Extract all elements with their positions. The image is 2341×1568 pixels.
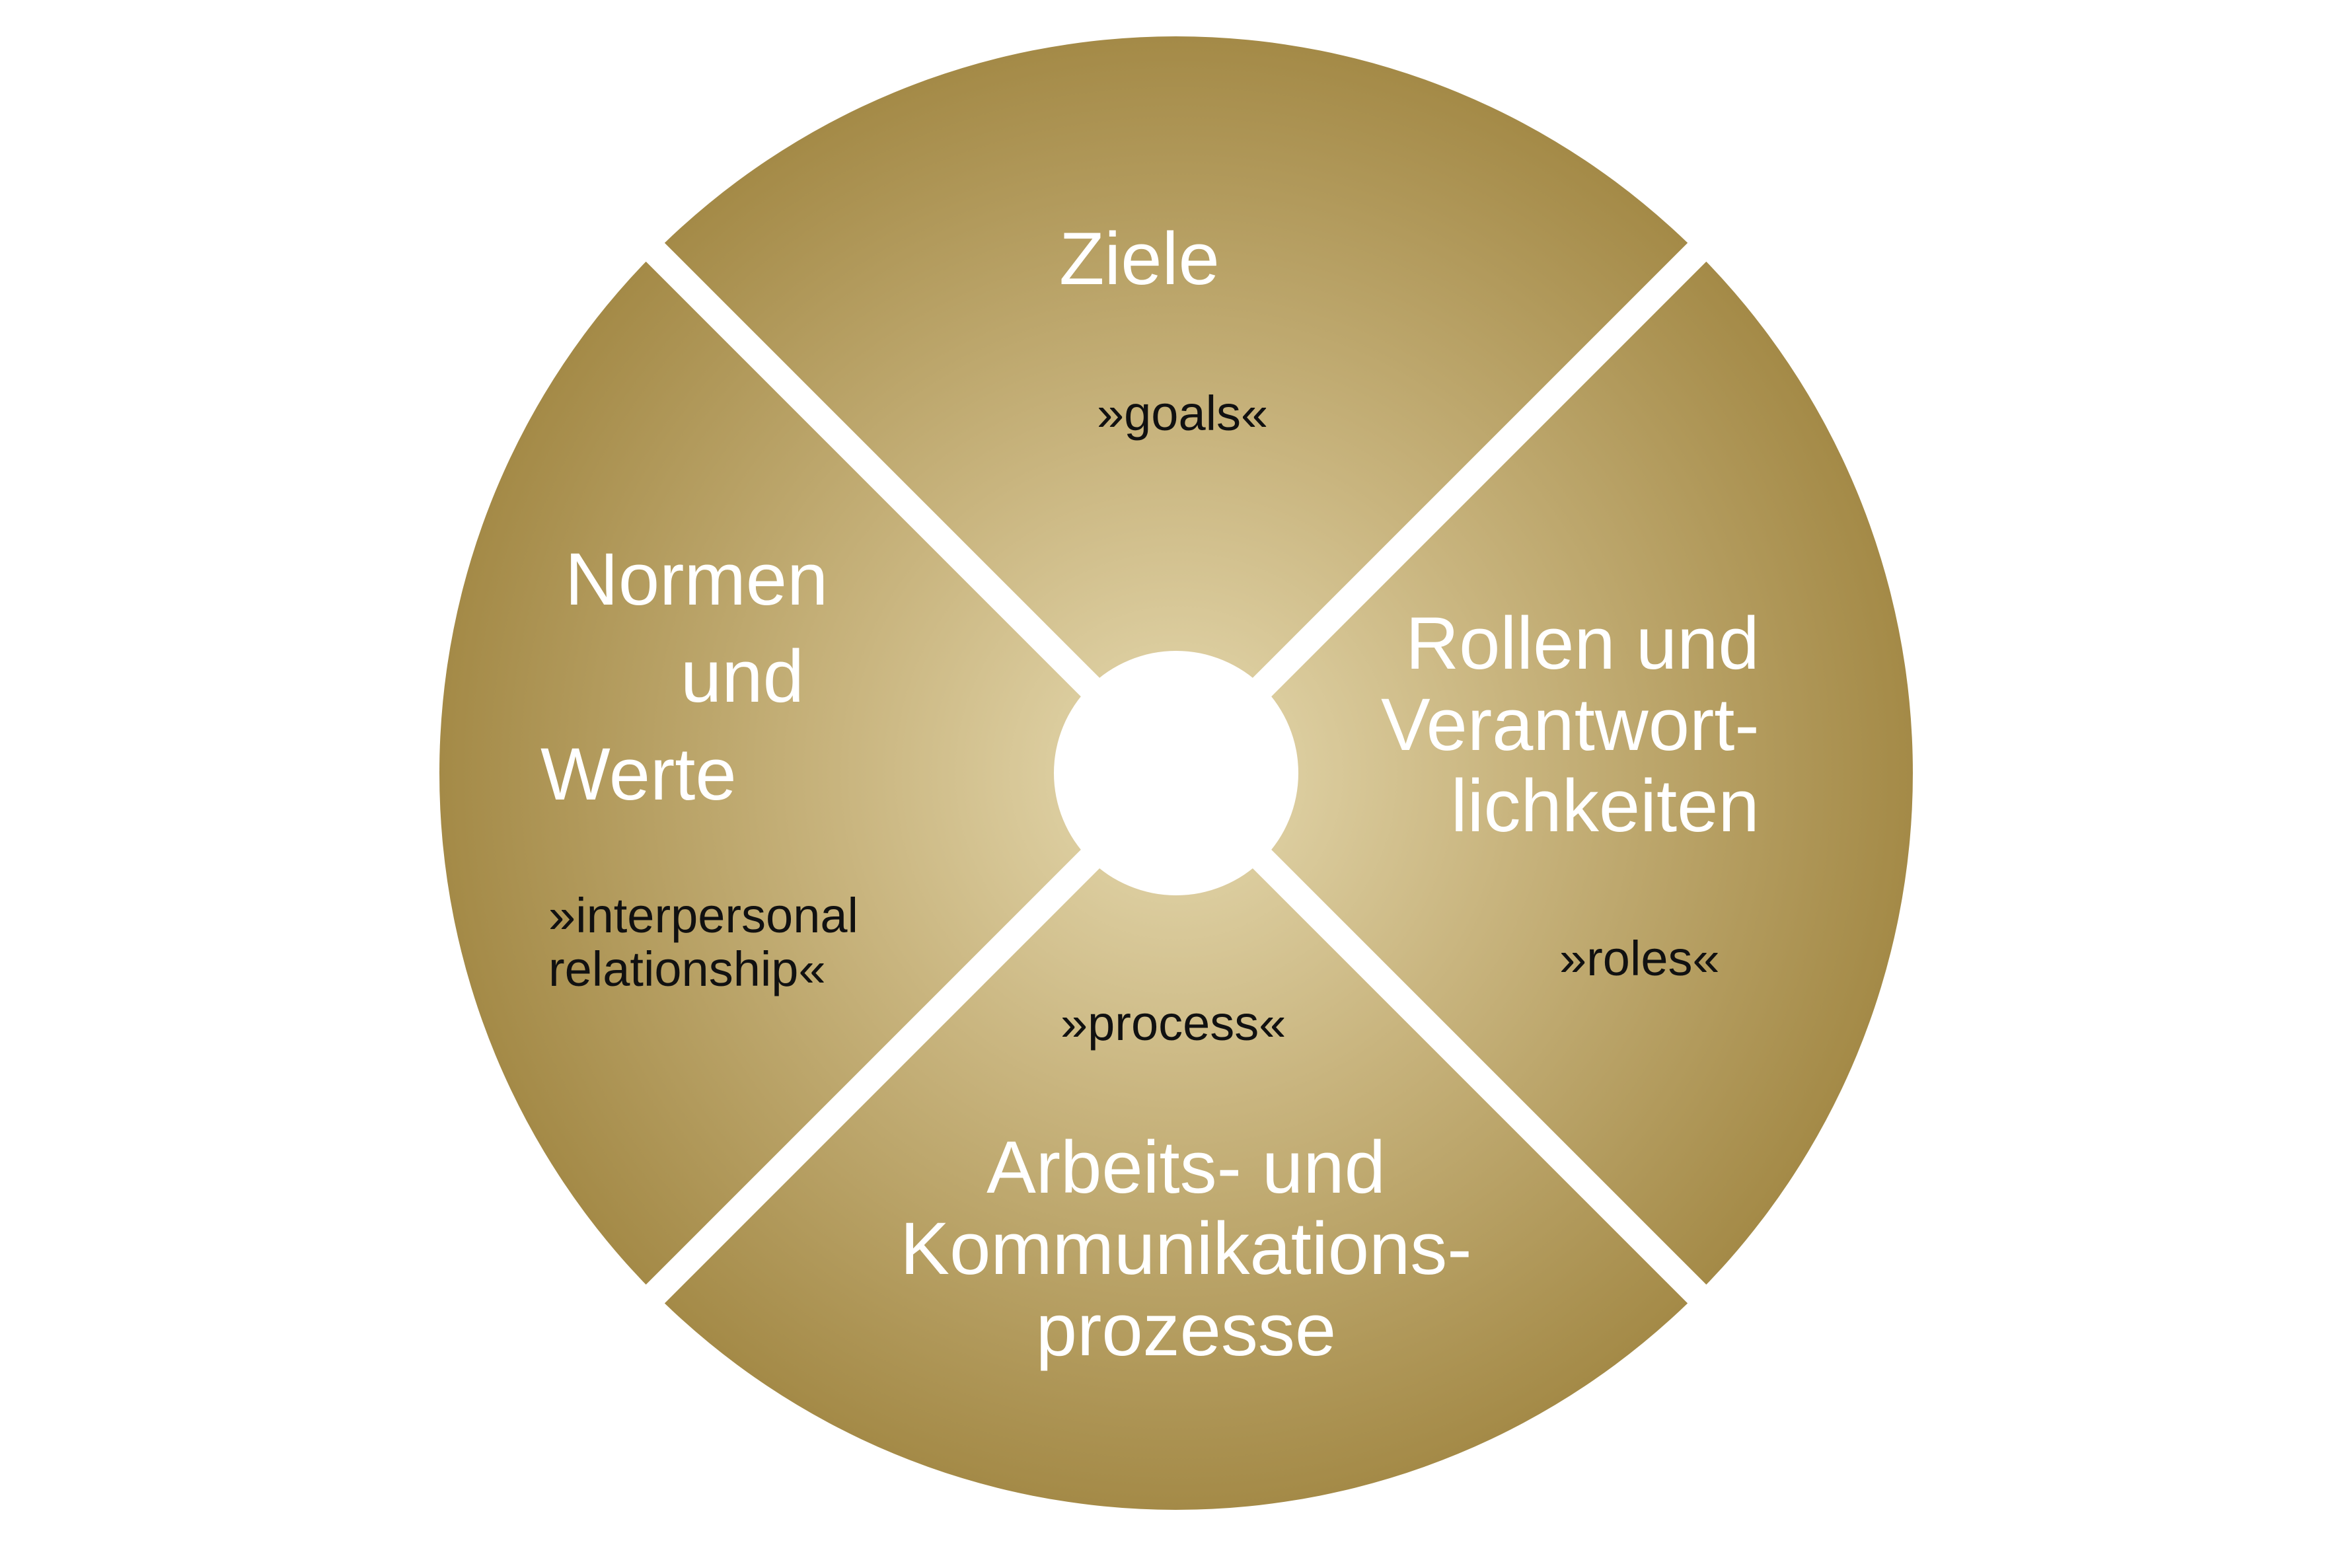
segment-right-title-line-3: lichkeiten [1450, 765, 1760, 848]
center-hub [1054, 651, 1298, 895]
segment-bottom-title: Arbeits- und Kommunikations- prozesse [856, 1127, 1516, 1371]
segment-left-title-line-2: und [681, 635, 804, 718]
segment-bottom-title-line-1: Arbeits- und [986, 1126, 1386, 1209]
segment-left-title-line-3: Werte [540, 733, 737, 815]
segment-left-subtitle-line-2: relationship« [548, 942, 826, 997]
segment-left-subtitle-line-1: »interpersonal [548, 888, 858, 943]
segment-top-title: Ziele [1059, 217, 1220, 300]
segment-right-title-line-1: Rollen und [1405, 602, 1760, 685]
segment-bottom-title-line-3: prozesse [1035, 1288, 1337, 1372]
segment-right-subtitle: »roles« [1559, 931, 1720, 986]
segment-right-title-line-2: Verantwort- [1381, 683, 1760, 766]
segment-right-title: Rollen und Verantwort- lichkeiten [1381, 603, 1760, 847]
segment-top-subtitle: »goals« [1097, 386, 1269, 441]
segment-bottom-subtitle: »process« [1060, 996, 1286, 1051]
segment-left-title-line-1: Normen [565, 538, 829, 620]
segment-bottom-title-line-2: Kommunikations- [900, 1207, 1472, 1290]
segment-left-subtitle: »interpersonal relationship« [548, 889, 858, 996]
